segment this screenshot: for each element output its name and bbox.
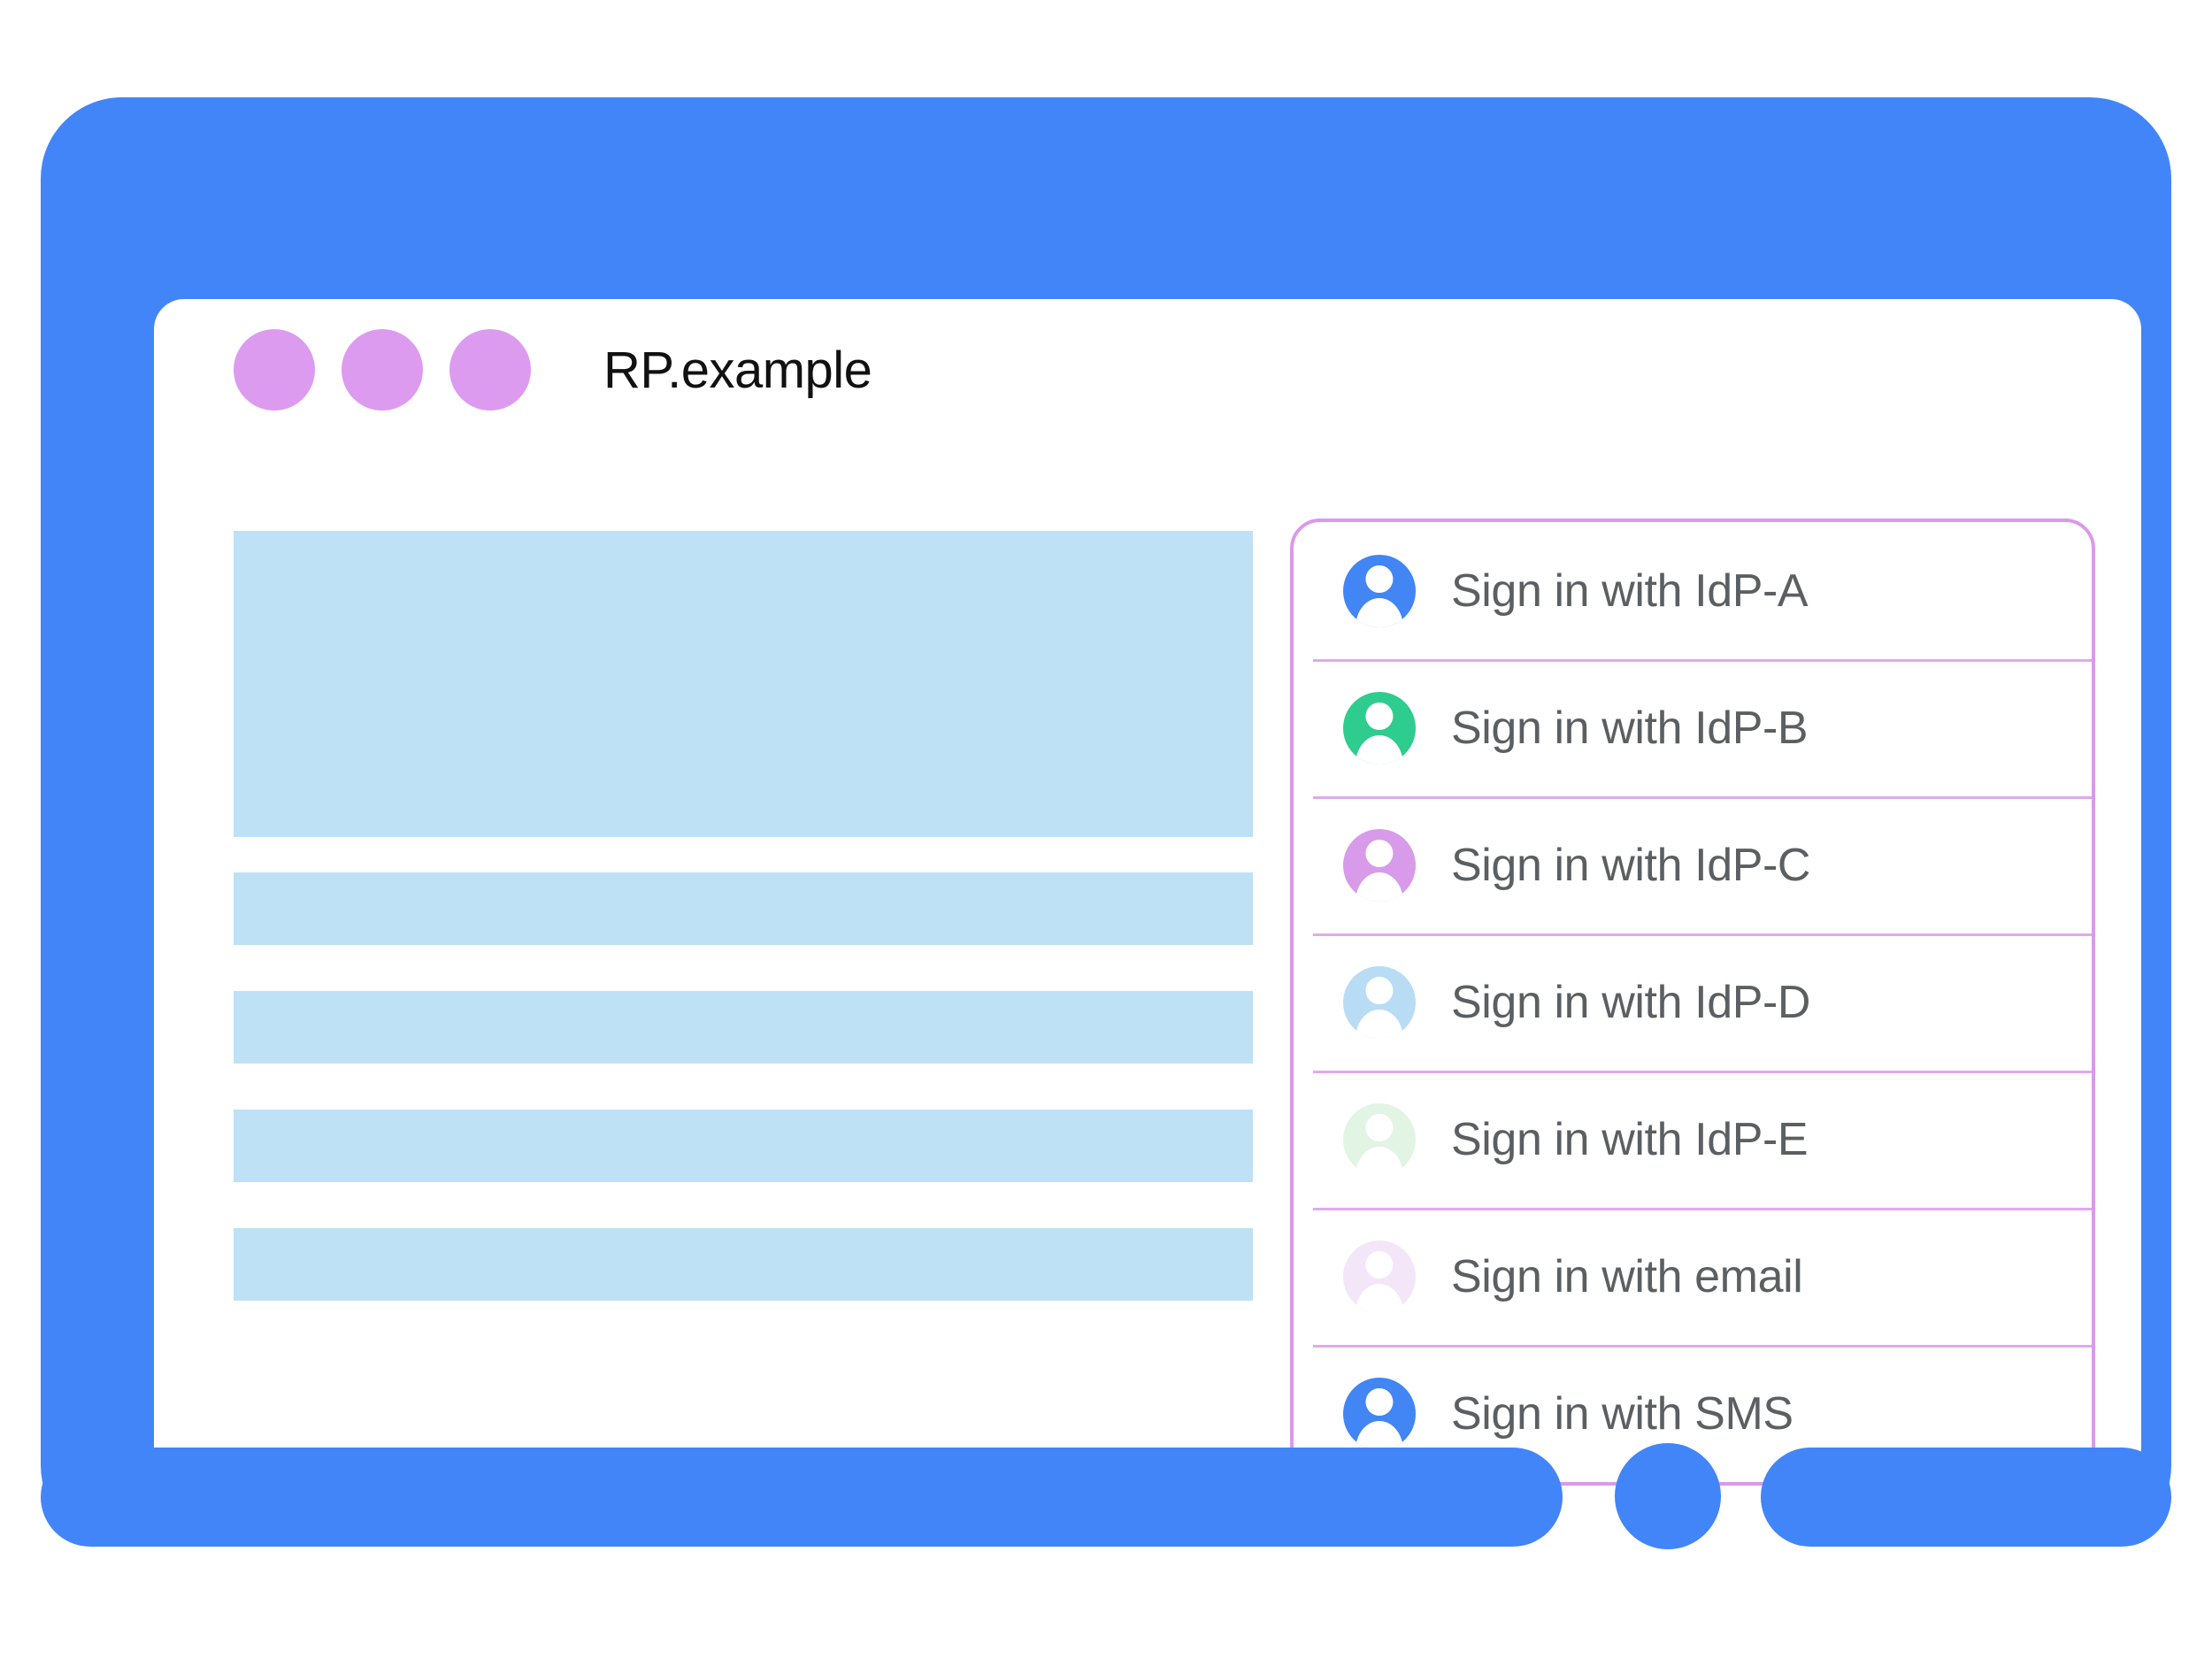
device-bezel-bar-left (41, 1448, 1563, 1547)
avatar-head (1365, 977, 1394, 1005)
placeholder-bar-2 (234, 991, 1253, 1064)
page-title: RP.example (603, 341, 872, 399)
signin-option-label: Sign in with IdP-D (1451, 976, 1811, 1028)
person-avatar-icon (1343, 1240, 1416, 1313)
signin-option-label: Sign in with email (1451, 1250, 1803, 1302)
person-avatar-icon (1343, 828, 1416, 902)
signin-option-label: Sign in with IdP-C (1451, 839, 1811, 891)
signin-option-label: Sign in with IdP-B (1451, 702, 1809, 754)
placeholder-bar-3 (234, 1110, 1253, 1182)
avatar-shoulders (1355, 734, 1404, 764)
signin-option-5[interactable]: Sign in with IdP-E (1294, 1071, 2092, 1208)
home-button[interactable] (1615, 1443, 1721, 1549)
avatar-head (1365, 840, 1394, 868)
signin-option-7[interactable]: Sign in with SMS (1294, 1345, 2092, 1482)
person-avatar-icon (1343, 691, 1416, 764)
signin-option-3[interactable]: Sign in with IdP-C (1294, 796, 2092, 933)
signin-option-label: Sign in with IdP-E (1451, 1113, 1809, 1165)
device-bezel-bar-right (1761, 1448, 2171, 1547)
signin-option-4[interactable]: Sign in with IdP-D (1294, 933, 2092, 1071)
avatar-shoulders (1355, 597, 1404, 627)
avatar-shoulders (1355, 1420, 1404, 1450)
avatar-head (1365, 565, 1394, 594)
account-chooser-panel: Sign in with IdP-A Sign in with IdP-B Sign… (1290, 518, 2095, 1486)
person-avatar-icon (1343, 1377, 1416, 1450)
window-dot-maximize[interactable] (449, 329, 531, 411)
person-avatar-icon (1343, 965, 1416, 1039)
browser-title-bar: RP.example (154, 299, 2141, 441)
signin-option-6[interactable]: Sign in with email (1294, 1208, 2092, 1345)
avatar-shoulders (1355, 1146, 1404, 1176)
avatar-head (1365, 1114, 1394, 1142)
window-dot-minimize[interactable] (342, 329, 423, 411)
person-avatar-icon (1343, 1102, 1416, 1176)
person-avatar-icon (1343, 554, 1416, 627)
avatar-shoulders (1355, 1283, 1404, 1313)
signin-option-1[interactable]: Sign in with IdP-A (1294, 522, 2092, 659)
page-content-placeholders (234, 531, 1253, 1301)
window-dot-close[interactable] (234, 329, 315, 411)
avatar-head (1365, 703, 1394, 731)
placeholder-hero (234, 531, 1253, 837)
avatar-shoulders (1355, 872, 1404, 902)
signin-option-label: Sign in with SMS (1451, 1387, 1793, 1440)
signin-options-list: Sign in with IdP-A Sign in with IdP-B Sign… (1294, 522, 2092, 1482)
placeholder-bar-4 (234, 1228, 1253, 1301)
placeholder-bar-1 (234, 872, 1253, 945)
avatar-head (1365, 1388, 1394, 1417)
signin-option-2[interactable]: Sign in with IdP-B (1294, 659, 2092, 796)
avatar-shoulders (1355, 1009, 1404, 1039)
signin-option-label: Sign in with IdP-A (1451, 565, 1809, 617)
avatar-head (1365, 1251, 1394, 1279)
